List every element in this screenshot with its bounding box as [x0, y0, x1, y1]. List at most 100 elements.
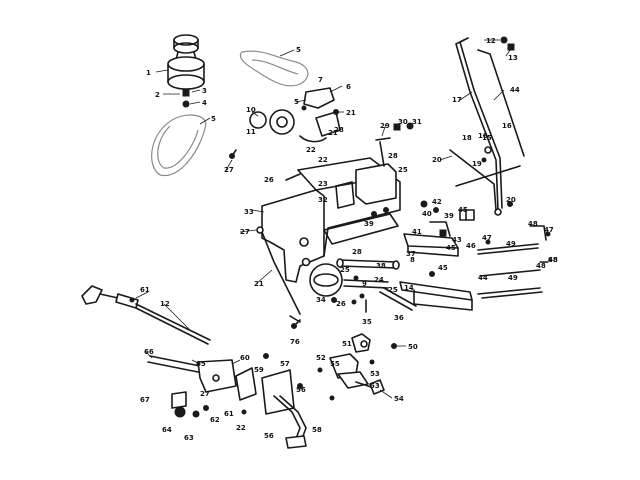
callout-label: 47 — [544, 226, 554, 234]
callout-label: 17 — [452, 96, 462, 104]
callout-label: 44 — [510, 86, 520, 94]
callout-label: 39 — [364, 220, 374, 228]
callout-label: 52 — [316, 354, 326, 362]
callout-label: 66 — [144, 348, 154, 356]
lower-bracket-left — [147, 353, 269, 418]
callout-label: 51 — [342, 340, 352, 348]
callout-label: 37 — [406, 250, 416, 258]
callout-label: 38 — [376, 262, 386, 270]
callout-label: 48 — [528, 220, 538, 228]
callout-label: 15 — [482, 134, 492, 142]
pedal-assembly — [261, 333, 397, 449]
callout-label: 45 — [458, 206, 468, 214]
callout-label: 45 — [438, 264, 448, 272]
callout-label: 2 — [155, 91, 160, 99]
pulley-assembly — [167, 34, 205, 108]
callout-label: 22 — [306, 146, 316, 154]
callout-label: 28 — [388, 152, 398, 160]
rods-right — [459, 209, 551, 299]
callout-label: 25 — [388, 286, 398, 294]
callout-label: 61 — [140, 286, 150, 294]
callout-label: 22 — [236, 424, 246, 432]
callout-label: 47 — [482, 234, 492, 242]
rod-21-lower — [256, 226, 301, 315]
callout-label: 39 — [444, 212, 454, 220]
shift-rod — [455, 37, 503, 216]
callout-label: 45 — [446, 244, 456, 252]
callout-label: 13 — [508, 54, 518, 62]
callout-label: 7 — [318, 76, 323, 84]
drive-belt — [151, 114, 207, 177]
callout-label: 49 — [508, 274, 518, 282]
callout-label: 12 — [160, 300, 170, 308]
callout-label: 10 — [246, 106, 256, 114]
callout-label: 26 — [336, 300, 346, 308]
callout-label: 5 — [211, 115, 216, 123]
callout-label: 23 — [318, 180, 328, 188]
callout-label: 21 — [254, 280, 264, 288]
callout-label: 20 — [432, 156, 442, 164]
callout-label: 8 — [410, 256, 415, 264]
callout-label: 62 — [210, 416, 220, 424]
callout-label: 5 — [294, 98, 299, 106]
callout-label: 19 — [472, 160, 482, 168]
callout-label: 56 — [264, 432, 274, 440]
callout-label: 60 — [240, 354, 250, 362]
callout-label: 18 — [462, 134, 472, 142]
fasteners — [289, 207, 439, 329]
callout-label: 53 — [370, 370, 380, 378]
callout-label: 26 — [264, 176, 274, 184]
callout-label: 48 — [548, 256, 558, 264]
shafts-center — [309, 200, 473, 313]
callout-label: 54 — [394, 395, 404, 403]
callout-label: 34 — [316, 296, 326, 304]
callout-label: 16 — [502, 122, 512, 130]
callout-label: 21 — [346, 109, 356, 117]
callout-label: 9 — [362, 280, 367, 288]
callout-label: 28 — [352, 248, 362, 256]
callout-label: 30 — [398, 118, 408, 126]
callout-label: 44 — [478, 274, 488, 282]
callout-label: 5 — [296, 46, 301, 54]
belt-guide — [239, 50, 309, 87]
callout-label: 27 — [240, 228, 250, 236]
callout-label: 25 — [398, 166, 408, 174]
callout-label: 27 — [200, 390, 210, 398]
callout-label: 41 — [412, 228, 422, 236]
callout-labels: 1 2 3 4 5 5 5 6 7 8 9 10 11 12 12 13 14 … — [140, 37, 558, 442]
leader-lines — [135, 39, 511, 399]
callout-label: 36 — [394, 314, 404, 322]
callout-label: 63 — [184, 434, 194, 442]
callout-label: 42 — [432, 198, 442, 206]
callout-label: 43 — [452, 236, 462, 244]
callout-label: 68 — [548, 256, 558, 264]
callout-label: 12 — [486, 37, 496, 45]
callout-label: 76 — [290, 338, 300, 346]
main-frame — [261, 122, 414, 283]
callout-label: 29 — [380, 122, 390, 130]
callout-label: 25 — [340, 266, 350, 274]
callout-label: 64 — [162, 426, 172, 434]
callout-label: 53 — [370, 382, 380, 390]
callout-label: 28 — [334, 126, 344, 134]
callout-label: 20 — [506, 196, 516, 204]
callout-label: 4 — [202, 99, 207, 107]
callout-label: 55 — [330, 360, 340, 368]
callout-label: 21 — [328, 129, 338, 137]
callout-label: 24 — [374, 276, 384, 284]
callout-label: 67 — [140, 396, 150, 404]
callout-label: 14 — [404, 284, 414, 292]
callout-label: 18 — [478, 132, 488, 140]
callout-label: 61 — [224, 410, 234, 418]
callout-label: 65 — [196, 360, 206, 368]
callout-label: 33 — [244, 208, 254, 216]
callout-label: 31 — [412, 118, 422, 126]
callout-label: 50 — [408, 343, 418, 351]
callout-label: 32 — [318, 196, 328, 204]
callout-label: 59 — [254, 366, 264, 374]
callout-label: 27 — [224, 166, 234, 174]
callout-label: 49 — [506, 240, 516, 248]
control-rod-right — [477, 36, 525, 157]
callout-label: 56 — [296, 386, 306, 394]
